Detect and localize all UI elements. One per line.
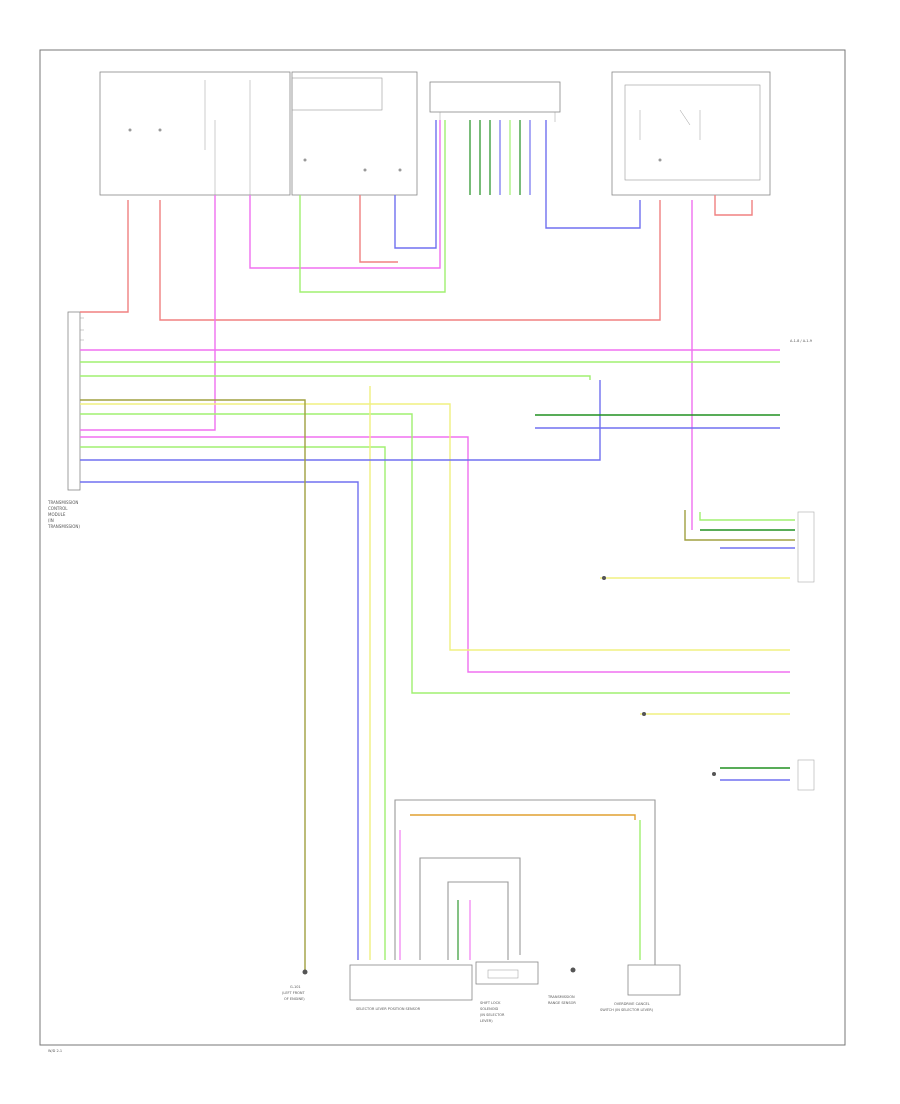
shift-lock-label-3: (IN SELECTOR (480, 1013, 505, 1017)
wire-yellow-1 (80, 403, 790, 651)
wire-lgreen-3 (80, 375, 591, 380)
wire-olive-1 (80, 399, 306, 970)
wire-blue-4 (80, 481, 359, 960)
wire-group-magenta (80, 120, 790, 673)
wire-magenta-2 (80, 195, 216, 431)
wire-red-1 (80, 200, 129, 313)
wire-blue-2 (545, 120, 641, 229)
wire-lgreen-4 (80, 413, 790, 694)
shift-lock-label-4: LEVER) (480, 1019, 493, 1023)
wire-lgreen-7 (699, 512, 795, 521)
shift-lock-solenoid: SHIFT LOCK SOLENOID (IN SELECTOR LEVER) (475, 961, 539, 1023)
wire-olive-2 (684, 510, 795, 541)
wire-blue-1 (394, 120, 437, 249)
tcm-label: TRANSMISSION CONTROL MODULE (IN TRANSMIS… (47, 500, 80, 529)
overdrive-label-1: OVERDRIVE CANCEL (614, 1002, 650, 1006)
wire-magenta-3 (249, 120, 441, 269)
ground-label-3: OF ENGINE) (284, 997, 305, 1001)
page-frame (39, 49, 846, 1046)
overdrive-label-2: SWITCH (IN SELECTOR LEVER) (600, 1008, 654, 1012)
wire-group-red (80, 195, 753, 321)
tcm-connector (67, 311, 84, 491)
wire-red-2 (159, 200, 661, 321)
wire-group-yellow (80, 386, 790, 960)
wire-group-blue (80, 120, 795, 960)
tcm-label-line1: TRANSMISSION (47, 500, 78, 505)
ground-point-left: G-101 (LEFT FRONT OF ENGINE) (282, 969, 308, 1001)
wire-red-3 (359, 195, 398, 263)
ground-label-1: G-101 (290, 985, 301, 989)
tr-sensor-label-2: RANGE SENSOR (548, 1001, 576, 1005)
tcm-label-line5: TRANSMISSION) (47, 524, 80, 529)
fuse-box-left (99, 71, 418, 196)
selector-lever-label: SELECTOR LEVER POSITION SENSOR (356, 1007, 421, 1011)
page-reference: A-1-8 / A-1-9 (790, 339, 812, 343)
footer-label: W/D 2-1 (48, 1049, 62, 1053)
shift-lock-label-2: SOLENOID (480, 1007, 499, 1011)
shift-lock-label-1: SHIFT LOCK (480, 1001, 501, 1005)
wire-lgreen-1 (299, 120, 446, 293)
wire-group-dark-green (535, 414, 795, 769)
wire-group-light-green (80, 120, 795, 960)
wire-orange-1 (410, 814, 636, 820)
wire-group-olive (80, 399, 795, 970)
connector-pin-bundle (469, 120, 531, 195)
transmission-range-sensor: TRANSMISSION RANGE SENSOR (547, 967, 576, 1005)
overdrive-cancel-switch: OVERDRIVE CANCEL SWITCH (IN SELECTOR LEV… (600, 964, 681, 1012)
sensor-wiring (394, 799, 656, 965)
connector-block-center (429, 81, 561, 122)
wire-blue-3 (80, 380, 601, 461)
tr-sensor-label-1: TRANSMISSION (547, 995, 575, 999)
tcm-label-line2: CONTROL (48, 506, 68, 511)
selector-lever-sensor: SELECTOR LEVER POSITION SENSOR (349, 964, 473, 1011)
wire-lgreen-5 (80, 446, 386, 960)
ground-label-2: (LEFT FRONT (282, 991, 306, 995)
right-connectors (602, 511, 815, 791)
tcm-label-line4: (IN (48, 518, 54, 523)
relay-box-right (611, 71, 771, 196)
tcm-label-line3: MODULE (48, 512, 66, 517)
wire-red-4 (714, 195, 753, 216)
wire-magenta-5 (80, 436, 790, 673)
